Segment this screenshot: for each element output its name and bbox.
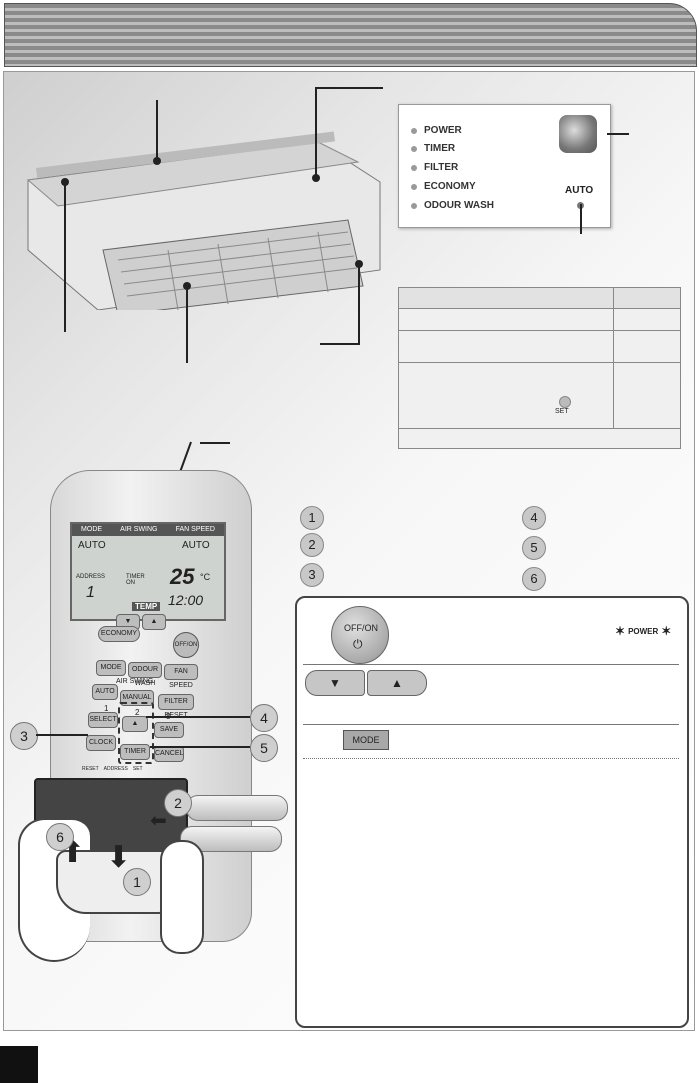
right-hand: [160, 840, 204, 954]
air-swing-label: AIR SWING: [116, 678, 154, 685]
battery-compartment: [34, 778, 188, 854]
offon-button-illustration: OFF/ON ⏻: [331, 606, 389, 664]
step-number-5: 5: [522, 536, 546, 560]
timer-number: 2: [135, 708, 140, 717]
leader-line: [200, 442, 230, 444]
divider: [303, 724, 679, 725]
temp-up-button[interactable]: ▲: [142, 614, 166, 630]
arrow-down-icon: ⬇: [106, 841, 132, 874]
lcd-timer-label: TIMER ON: [126, 574, 145, 586]
callout-1: 1: [123, 868, 151, 896]
battery: [186, 795, 288, 821]
power-symbol-icon: ⏻: [353, 637, 363, 651]
callout-5: 5: [250, 734, 278, 762]
table-row: [399, 330, 680, 363]
step-number-4: 4: [522, 506, 546, 530]
leader-line: [146, 716, 250, 718]
leader-line: [150, 746, 250, 748]
callout-2: 2: [164, 789, 192, 817]
page-number-block: [0, 1046, 38, 1083]
lcd-temperature: 25: [170, 564, 195, 589]
timer-up-button[interactable]: ▲: [122, 716, 148, 732]
fan-speed-button[interactable]: FAN SPEED: [164, 664, 198, 689]
leader-dot: [183, 282, 191, 290]
indicator-power: POWER: [411, 125, 462, 136]
table-row: [399, 308, 680, 331]
leader-line: [580, 204, 582, 234]
battery: [180, 826, 282, 852]
cancel-button[interactable]: CANCEL: [154, 746, 184, 762]
indicator-timer: TIMER: [411, 143, 455, 154]
lcd-fan: AUTO: [182, 540, 210, 551]
odour-wash-button[interactable]: ODOUR WASH: [128, 662, 162, 687]
leader-line: [64, 182, 66, 332]
leader-line: [186, 285, 188, 363]
clock-button[interactable]: CLOCK: [86, 735, 116, 751]
auto-label: AUTO: [565, 185, 594, 196]
set-label: SET: [555, 408, 569, 415]
arrow-left-icon: ⬅: [150, 810, 167, 832]
step-number-3: 3: [300, 563, 324, 587]
page-header-bar: [4, 3, 697, 67]
indicator-economy: ECONOMY: [411, 181, 476, 192]
timer-button[interactable]: TIMER: [120, 744, 150, 760]
leader-dot: [61, 178, 69, 186]
set-button-icon: [559, 396, 571, 408]
table-divider: [613, 288, 614, 428]
lcd-address-number: 1: [86, 584, 95, 601]
offon-button[interactable]: OFF/ON: [173, 632, 199, 658]
select-button[interactable]: SELECT: [88, 712, 118, 728]
indicator-filter: FILTER: [411, 162, 458, 173]
lcd-temp-unit: °C: [200, 572, 211, 582]
leader-dot: [312, 174, 320, 182]
indoor-unit-illustration: [26, 131, 381, 310]
leader-line: [358, 264, 360, 344]
table-row: [399, 288, 680, 309]
receiver-sensor: [559, 115, 597, 153]
operation-steps-box: OFF/ON ⏻ ✶POWER✶ ▼ ▲ MODE: [295, 596, 689, 1028]
divider: [303, 664, 679, 665]
offon-label: OFF/ON: [344, 623, 378, 633]
leader-dot: [355, 260, 363, 268]
callout-4: 4: [250, 704, 278, 732]
dotted-divider: [303, 758, 679, 759]
leader-line: [320, 343, 360, 345]
leader-line: [315, 87, 317, 177]
select-number: 1: [104, 704, 109, 713]
mode-button[interactable]: MODE: [96, 660, 126, 676]
economy-button[interactable]: ECONOMY: [98, 626, 140, 642]
callout-6: 6: [46, 823, 74, 851]
table-row: [399, 362, 680, 429]
leader-line: [36, 734, 88, 736]
leader-line: [315, 87, 383, 89]
filter-reset-button[interactable]: FILTER RESET: [158, 694, 194, 719]
leader-dot: [153, 157, 161, 165]
callout-3: 3: [10, 722, 38, 750]
lcd-mode: AUTO: [78, 540, 106, 551]
power-indicator-lit: ✶POWER✶: [615, 624, 672, 638]
leader-line: [607, 133, 629, 135]
lcd-time: 12:00: [168, 592, 204, 608]
step-number-2: 2: [300, 533, 324, 557]
timer-button-group: [118, 702, 154, 764]
leader-line: [156, 100, 158, 162]
temp-label: TEMP: [132, 602, 161, 611]
indicator-odour-wash: ODOUR WASH: [411, 200, 494, 211]
temp-up-illustration: ▲: [367, 670, 427, 696]
step-number-6: 6: [522, 567, 546, 591]
step-number-1: 1: [300, 506, 324, 530]
save-button[interactable]: SAVE: [154, 722, 184, 738]
info-table: SET: [398, 287, 681, 449]
air-swing-auto-button[interactable]: AUTO: [92, 684, 118, 700]
lcd-address-label: ADDRESS: [76, 574, 106, 580]
mode-button-illustration: MODE: [343, 730, 389, 750]
temp-down-illustration: ▼: [305, 670, 365, 696]
indicator-panel: POWER TIMER FILTER ECONOMY ODOUR WASH AU…: [398, 104, 611, 228]
